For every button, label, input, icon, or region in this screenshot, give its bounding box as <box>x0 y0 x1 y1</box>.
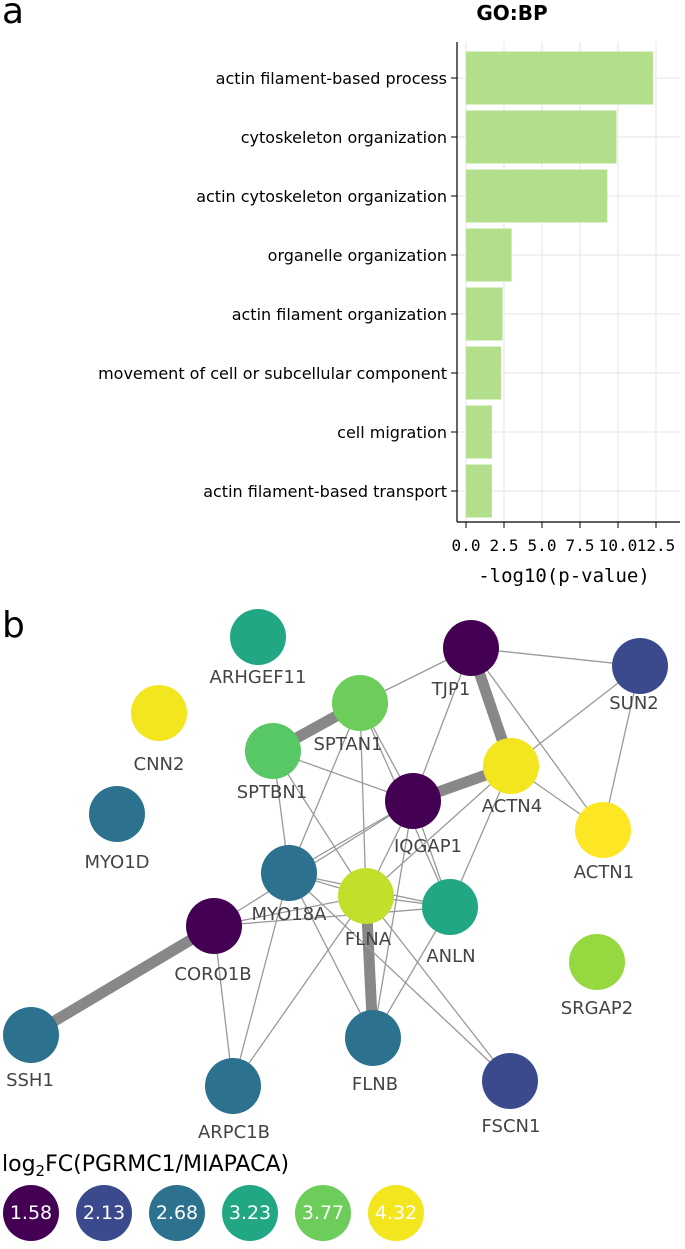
node-fscn1[interactable] <box>482 1053 538 1109</box>
x-tick-label: 5.0 <box>528 536 557 555</box>
node-myo18a[interactable] <box>261 845 317 901</box>
bar <box>466 464 492 518</box>
node-label: SUN2 <box>609 693 659 714</box>
y-tick-label: organelle organization <box>268 246 447 265</box>
node-label: CORO1B <box>174 964 251 985</box>
bar <box>466 346 501 400</box>
node-label: ANLN <box>426 946 475 967</box>
node-sptbn1[interactable] <box>245 723 301 779</box>
panel-label-a: a <box>2 0 25 32</box>
node-label: ACTN4 <box>482 796 542 817</box>
bar <box>466 405 492 459</box>
edge <box>288 872 374 1039</box>
node-label: ACTN1 <box>574 862 634 883</box>
edge <box>213 906 451 927</box>
bar <box>466 169 608 223</box>
edge <box>372 800 414 1039</box>
node-label: CNN2 <box>134 754 185 775</box>
node-label: IQGAP1 <box>394 836 462 857</box>
bar <box>466 287 503 341</box>
node-label: SPTBN1 <box>237 782 308 803</box>
chart-y-tick-labels: actin filament-based process cytoskeleton… <box>98 69 457 501</box>
chart-bars <box>466 51 653 518</box>
node-label: MYO1D <box>84 852 149 873</box>
y-tick-label: actin filament organization <box>232 305 447 324</box>
legend-swatch: 4.32 <box>368 1185 424 1241</box>
y-tick-label: cell migration <box>337 423 447 442</box>
edge <box>288 702 361 874</box>
edge <box>288 872 511 1082</box>
node-label: MYO18A <box>252 904 328 925</box>
x-tick-label: 12.5 <box>637 536 676 555</box>
bar <box>466 228 512 282</box>
panel-label-b: b <box>2 605 25 646</box>
node-anln[interactable] <box>422 879 478 935</box>
node-label: FLNA <box>345 929 392 950</box>
chart-title: GO:BP <box>476 1 547 25</box>
x-tick-label: 7.5 <box>566 536 595 555</box>
node-label: FLNB <box>352 1074 398 1095</box>
network-nodes <box>3 609 668 1114</box>
node-label: SSH1 <box>6 1070 54 1091</box>
y-tick-label: movement of cell or subcellular componen… <box>98 364 447 383</box>
y-tick-label: actin cytoskeleton organization <box>196 187 447 206</box>
node-actn4[interactable] <box>483 738 539 794</box>
node-sptan1[interactable] <box>332 675 388 731</box>
legend-swatch: 2.68 <box>149 1185 205 1241</box>
legend-swatch: 3.23 <box>222 1185 278 1241</box>
legend-title: log2FC(PGRMC1/MIAPACA) <box>2 1152 290 1180</box>
node-myo1d[interactable] <box>89 786 145 842</box>
legend-swatch: 1.58 <box>3 1185 59 1241</box>
edge <box>365 895 511 1082</box>
x-tick-label: 2.5 <box>490 536 519 555</box>
node-actn1[interactable] <box>575 802 631 858</box>
node-label: TJP1 <box>431 679 471 700</box>
chart-axes <box>456 42 680 523</box>
x-axis-label: -log10(p-value) <box>478 565 650 587</box>
edge <box>359 702 367 897</box>
node-flna[interactable] <box>338 868 394 924</box>
node-cnn2[interactable] <box>131 685 187 741</box>
legend-swatch: 2.13 <box>76 1185 132 1241</box>
node-label: FSCN1 <box>482 1116 541 1137</box>
bar <box>466 51 653 105</box>
node-arpc1b[interactable] <box>205 1058 261 1114</box>
y-tick-label: cytoskeleton organization <box>241 128 447 147</box>
y-tick-label: actin filament-based process <box>216 69 447 88</box>
node-iqgap1[interactable] <box>385 773 441 829</box>
node-arhgef11[interactable] <box>230 609 286 665</box>
node-flnb[interactable] <box>345 1010 401 1066</box>
x-tick-label: 0.0 <box>452 536 481 555</box>
edge-strong <box>28 921 217 1040</box>
legend-swatch: 3.77 <box>295 1185 351 1241</box>
node-coro1b[interactable] <box>186 898 242 954</box>
node-label: SRGAP2 <box>561 998 634 1019</box>
edge <box>470 647 641 667</box>
x-tick-label: 10.0 <box>599 536 638 555</box>
edge <box>272 750 367 897</box>
legend: 1.58 2.13 2.68 3.23 3.77 4.32 <box>3 1185 443 1245</box>
node-sun2[interactable] <box>612 638 668 694</box>
go-bp-bar-chart: GO:BP actin filament-based process cytosk… <box>98 1 680 587</box>
edge <box>365 765 512 897</box>
node-label: ARHGEF11 <box>210 667 307 688</box>
node-srgap2[interactable] <box>569 934 625 990</box>
node-label: SPTAN1 <box>313 734 382 755</box>
node-label: ARPC1B <box>198 1122 270 1143</box>
edge <box>232 895 367 1087</box>
node-ssh1[interactable] <box>3 1007 59 1063</box>
node-tjp1[interactable] <box>443 620 499 676</box>
edge <box>470 647 604 831</box>
edge <box>602 665 641 831</box>
bar <box>466 110 617 164</box>
edge <box>232 872 290 1087</box>
y-tick-label: actin filament-based transport <box>203 482 447 501</box>
